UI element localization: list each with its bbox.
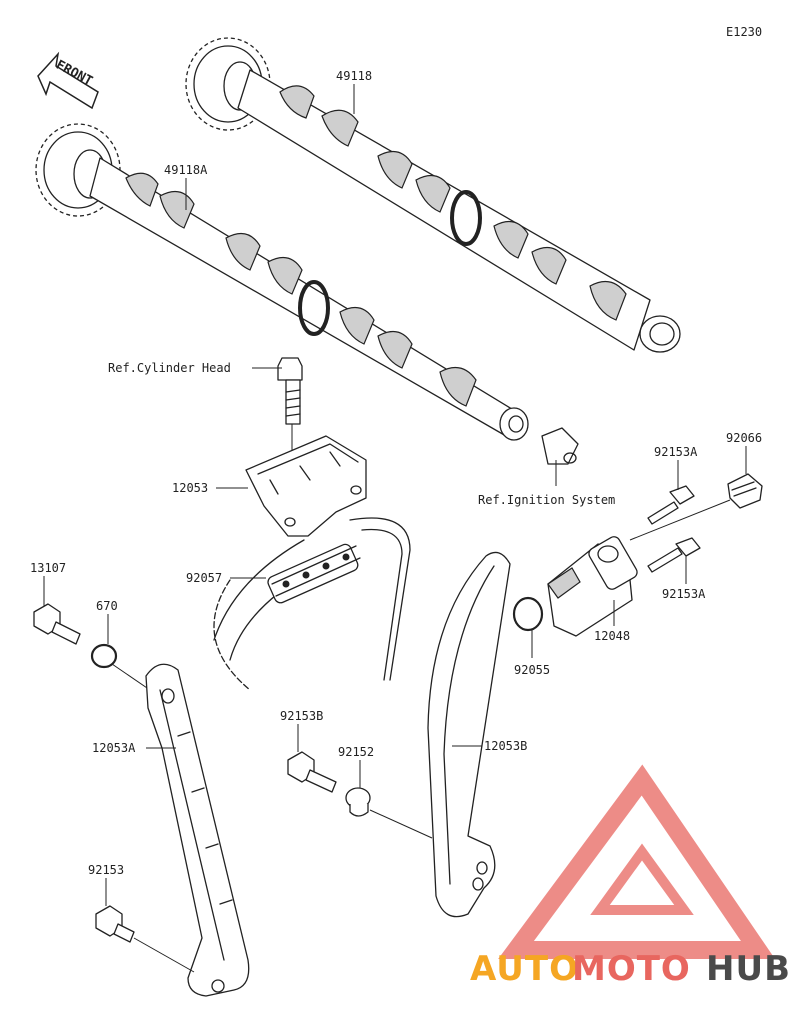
bolt-92153a-top (647, 485, 695, 525)
oring-92055 (512, 596, 544, 632)
label-92153a-bottom: 92153A (662, 587, 706, 601)
cam-chain (213, 517, 411, 691)
label-92152: 92152 (338, 745, 374, 759)
chain-guide-12053b (427, 551, 511, 918)
label-ref-ignition: Ref.Ignition System (478, 493, 615, 507)
collar-92152 (345, 787, 371, 817)
label-12048: 12048 (594, 629, 630, 643)
tensioner-assembly (547, 536, 638, 637)
watermark-hub: HUB (706, 949, 791, 989)
label-12053a: 12053A (92, 741, 136, 755)
watermark-auto: AUTO (470, 949, 579, 989)
label-92066: 92066 (726, 431, 762, 445)
label-92153b: 92153B (280, 709, 323, 723)
camshaft-exhaust (185, 37, 681, 353)
label-ref-cylinder-head: Ref.Cylinder Head (108, 361, 231, 375)
label-92153a-top: 92153A (654, 445, 698, 459)
chain-links (267, 543, 361, 604)
front-arrow-icon: FRONT (37, 51, 99, 110)
label-49118: 49118 (336, 69, 372, 83)
bolt-92153 (95, 905, 135, 943)
label-92057: 92057 (186, 571, 222, 585)
cap-bolt-92066 (727, 473, 763, 509)
watermark-logo (498, 764, 776, 959)
chain-guide-upper (245, 435, 367, 537)
camshaft-intake (35, 123, 579, 465)
bolt-92153b (287, 751, 337, 793)
label-49118a: 49118A (164, 163, 208, 177)
watermark-moto: MOTO (572, 949, 691, 989)
label-12053b: 12053B (484, 739, 527, 753)
watermark-text: AUTO MOTO HUB (470, 949, 791, 989)
label-92055: 92055 (514, 663, 550, 677)
chain-guide-12053a (145, 663, 250, 997)
diagram-code: E1230 (726, 25, 762, 39)
oring-670 (90, 643, 118, 669)
bolt-13107 (33, 603, 81, 645)
label-670: 670 (96, 599, 118, 613)
label-12053: 12053 (172, 481, 208, 495)
label-13107: 13107 (30, 561, 66, 575)
head-bolt (277, 357, 303, 425)
bolt-92153a-bottom (647, 537, 701, 573)
label-92153: 92153 (88, 863, 124, 877)
